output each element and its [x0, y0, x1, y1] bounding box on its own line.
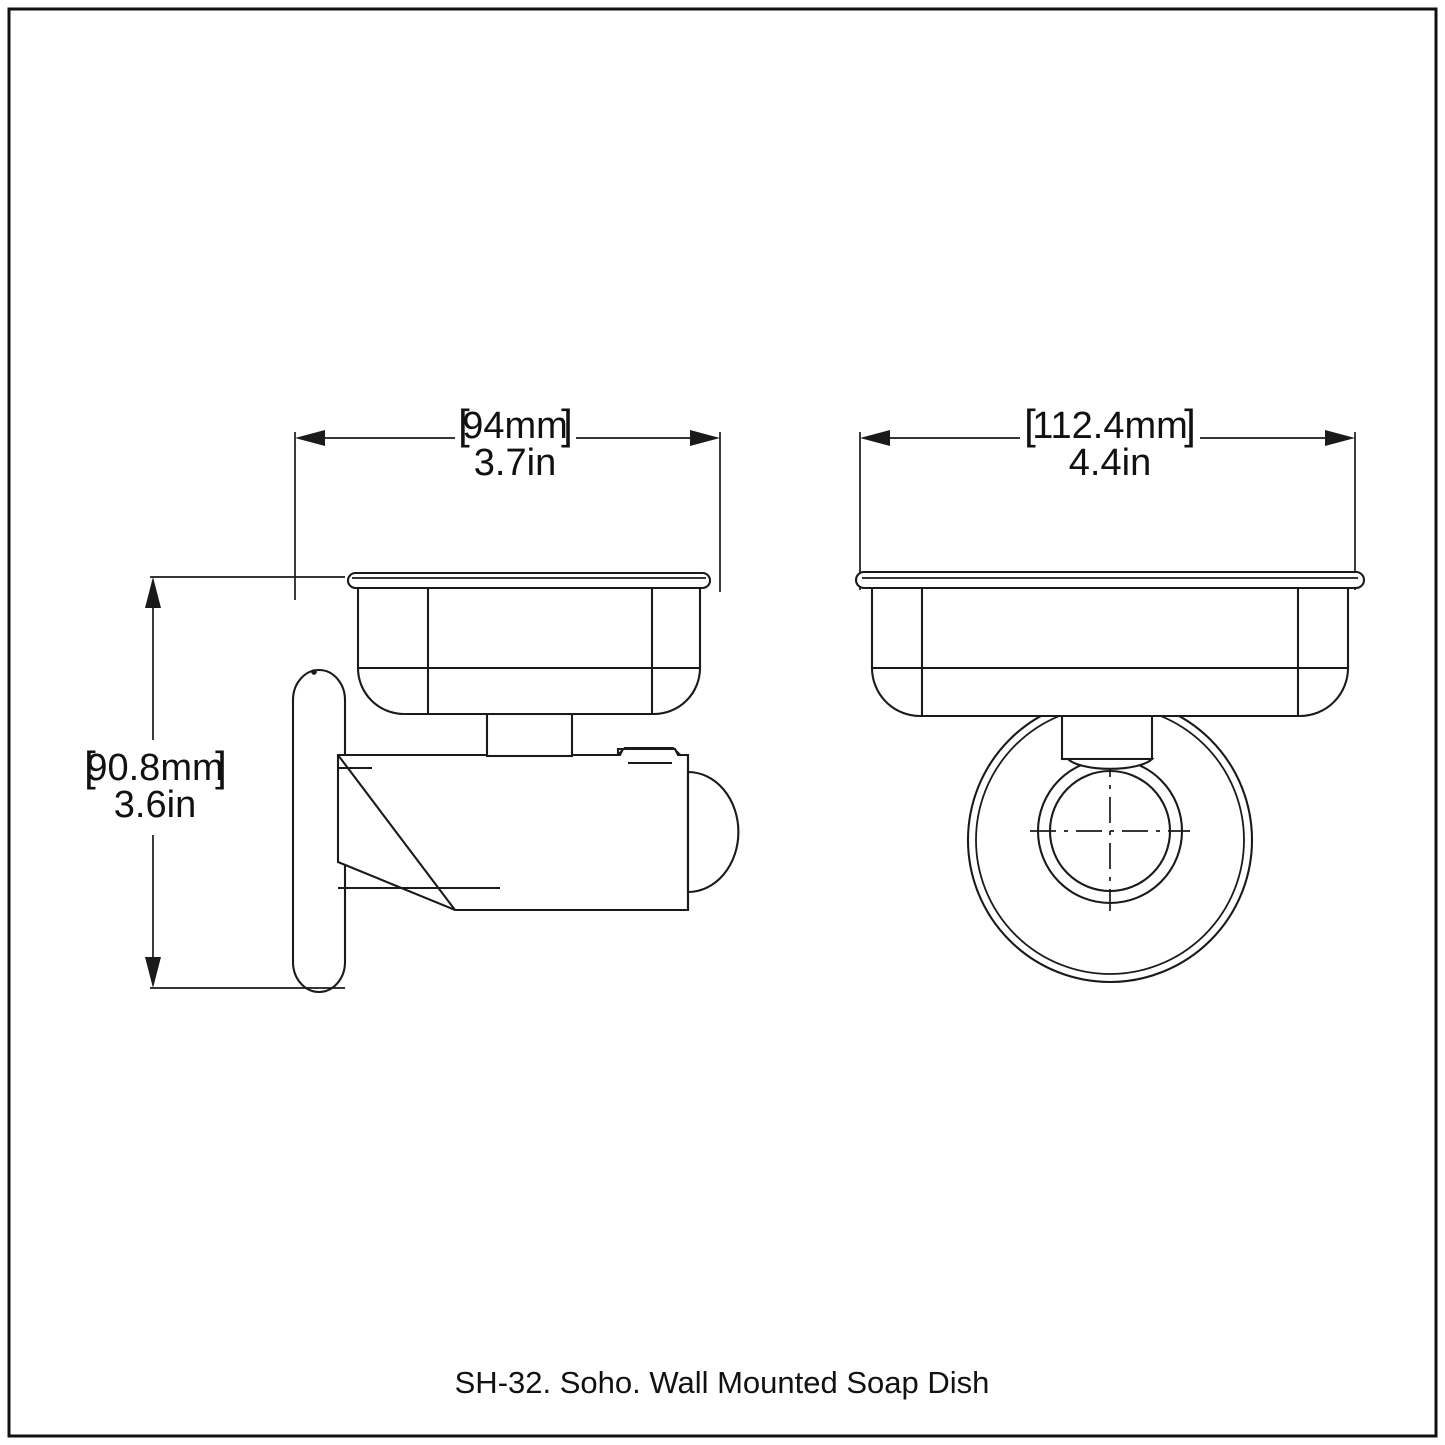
front-width-mm: 112.4mm	[1032, 405, 1188, 447]
dish-rim-front	[854, 570, 1366, 590]
side-elevation-view	[145, 430, 740, 993]
side-width-arrow-left	[295, 430, 325, 446]
side-width-bracket-close: ]	[561, 401, 573, 448]
soap-dish-body-front	[870, 584, 1350, 718]
page-border-frame	[7, 7, 1438, 1438]
mounting-bracket-body	[336, 747, 690, 912]
front-elevation-view	[854, 430, 1366, 984]
height-mm: 90.8mm	[86, 747, 223, 789]
side-width-mm: 94mm	[462, 405, 568, 447]
dish-rim-side	[346, 571, 712, 590]
height-inches: 3.6in	[114, 784, 196, 826]
front-width-arrow-left	[860, 430, 890, 446]
side-width-bracket-open: [	[458, 401, 470, 448]
bracket-diagonal-edge	[337, 754, 456, 911]
bracket-end-cap	[686, 770, 740, 894]
stem-block	[485, 712, 574, 758]
front-width-bracket-open: [	[1024, 401, 1036, 448]
side-height-arrow-bottom	[145, 957, 161, 988]
front-width-arrow-right	[1325, 430, 1355, 446]
drawing-caption: SH-32. Soho. Wall Mounted Soap Dish	[455, 1365, 990, 1400]
height-bracket-close: ]	[215, 743, 227, 790]
side-width-arrow-right	[690, 430, 720, 446]
front-width-bracket-close: ]	[1184, 401, 1196, 448]
wall-plate-center-mark	[311, 669, 317, 675]
side-width-inches: 3.7in	[474, 442, 556, 484]
soap-dish-body-side	[356, 584, 702, 716]
wall-plate	[291, 669, 347, 993]
stem-block-front	[1060, 712, 1154, 761]
stem-collar-front	[1065, 757, 1155, 770]
side-height-arrow-top	[145, 577, 161, 608]
front-width-inches: 4.4in	[1069, 442, 1151, 484]
height-bracket-open: [	[84, 743, 96, 790]
